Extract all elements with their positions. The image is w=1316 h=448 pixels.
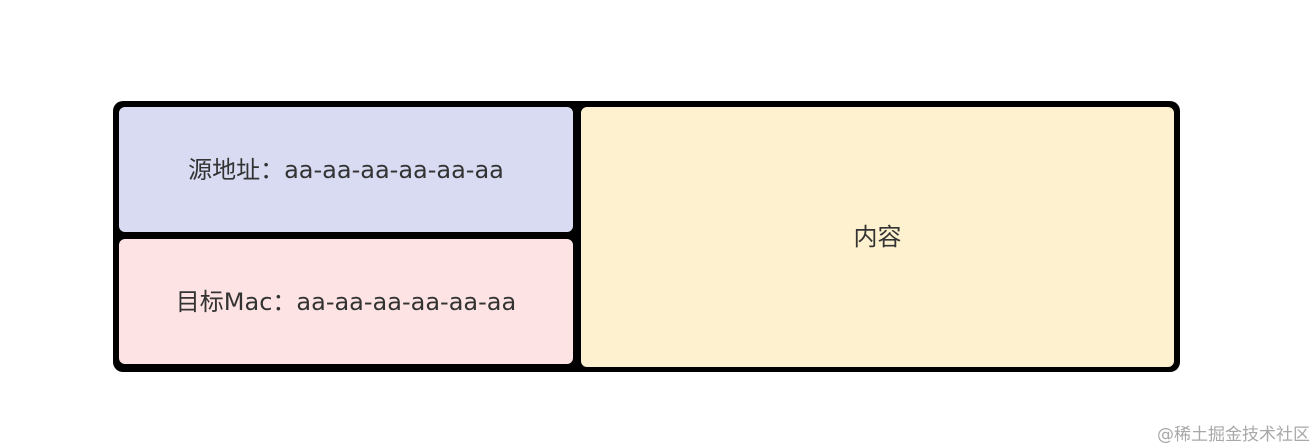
source-address-label: 源地址：aa-aa-aa-aa-aa-aa	[188, 155, 504, 184]
target-mac-label: 目标Mac：aa-aa-aa-aa-aa-aa	[175, 287, 517, 316]
target-mac-box: 目标Mac：aa-aa-aa-aa-aa-aa	[116, 236, 576, 367]
content-label: 内容	[853, 223, 902, 251]
watermark: @稀土掘金技术社区	[1157, 425, 1310, 445]
source-address-box: 源地址：aa-aa-aa-aa-aa-aa	[116, 104, 576, 235]
content-box: 内容	[578, 104, 1177, 370]
